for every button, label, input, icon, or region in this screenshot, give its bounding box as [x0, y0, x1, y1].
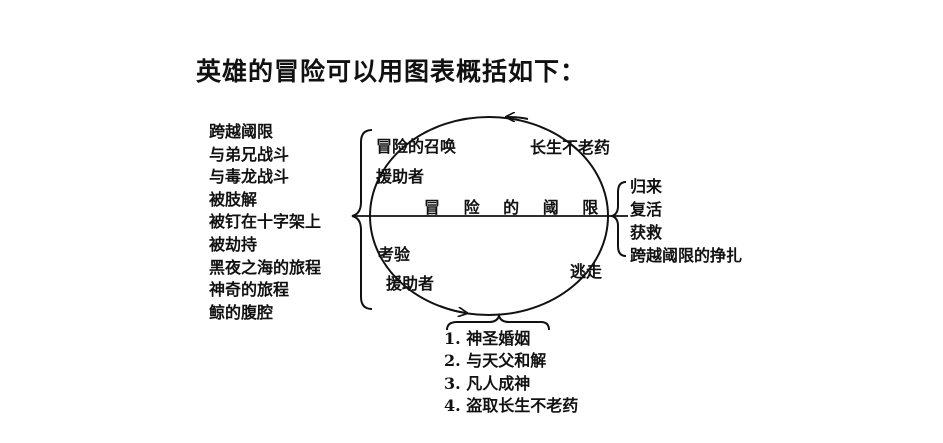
list-item: 被肢解	[209, 189, 258, 209]
left-brace	[351, 129, 373, 310]
helper-label-upper: 援助者	[376, 167, 425, 186]
call-to-adventure-label: 冒险的召唤	[376, 137, 457, 156]
list-item: 神奇的旅程	[209, 280, 290, 300]
list-item: 与毒龙战斗	[209, 167, 290, 187]
right-list: 归来 复活 获救 跨越阈限的挣扎	[630, 175, 742, 267]
list-item: 3. 凡人成神	[444, 373, 531, 393]
list-item: 1. 神圣婚姻	[444, 329, 531, 348]
list-item: 被劫持	[209, 234, 258, 254]
bottom-list: 1. 神圣婚姻 2. 与天父和解 3. 凡人成神 4. 盗取长生不老药	[444, 328, 578, 417]
helper-label-lower: 援助者	[386, 274, 435, 293]
elixir-label: 长生不老药	[530, 138, 611, 157]
list-item: 被钉在十字架上	[209, 212, 322, 232]
right-brace	[608, 181, 627, 257]
page-title: 英雄的冒险可以用图表概括如下：	[196, 57, 587, 86]
list-item: 复活	[630, 200, 663, 219]
list-item: 归来	[630, 177, 663, 196]
list-item: 跨越阈限	[209, 122, 274, 141]
bottom-arrow-icon	[439, 305, 466, 313]
top-arrow-icon	[507, 117, 529, 119]
list-item: 2. 与天父和解	[444, 351, 547, 371]
list-item: 与弟兄战斗	[209, 144, 290, 164]
list-item: 跨越阈限的挣扎	[630, 246, 743, 265]
trials-label: 考验	[378, 245, 411, 264]
list-item: 获救	[630, 223, 663, 242]
threshold-label: 冒 险 的 阈 限	[424, 198, 608, 217]
list-item: 4. 盗取长生不老药	[444, 395, 579, 415]
bottom-brace	[446, 312, 550, 331]
flight-label: 逃走	[570, 262, 603, 281]
list-item: 黑夜之海的旅程	[209, 257, 322, 277]
left-list: 跨越阈限 与弟兄战斗 与毒龙战斗 被肢解 被钉在十字架上 被劫持 黑夜之海的旅程…	[209, 121, 321, 324]
list-item: 鲸的腹腔	[209, 302, 274, 322]
